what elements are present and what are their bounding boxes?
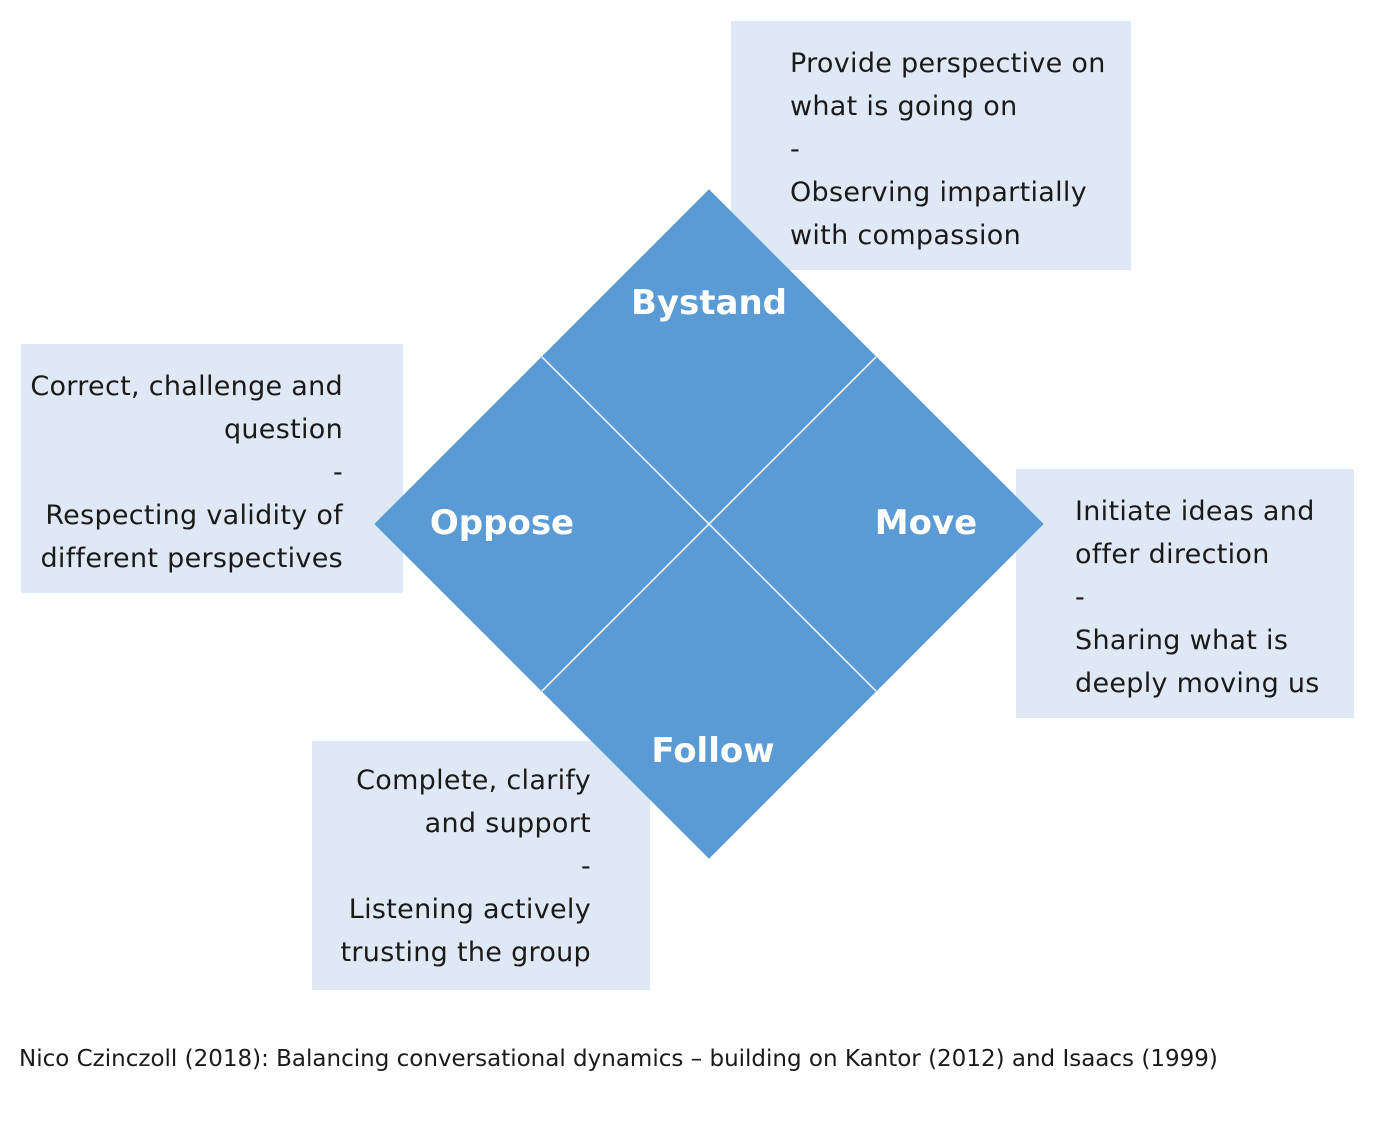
follow-description-line: Complete, clarify	[356, 765, 591, 796]
oppose-description-box: Correct, challenge and question - Respec…	[21, 344, 403, 593]
bystand-description-line: with compassion	[790, 220, 1021, 251]
oppose-description-line: different perspectives	[40, 543, 343, 574]
oppose-description-separator: -	[332, 457, 343, 488]
move-description-box: Initiate ideas and offer direction - Sha…	[1016, 469, 1354, 718]
bystand-description-separator: -	[790, 134, 801, 165]
bystand-description-line: what is going on	[790, 91, 1018, 122]
follow-description-line: trusting the group	[340, 937, 591, 968]
bystand-description-box: Provide perspective on what is going on …	[731, 21, 1131, 270]
move-description-line: Sharing what is	[1075, 625, 1289, 656]
bystand-description-line: Provide perspective on	[790, 48, 1106, 79]
bystand-label: Bystand	[630, 283, 788, 323]
oppose-description-line: question	[223, 414, 343, 445]
follow-label: Follow	[651, 731, 775, 771]
source-caption: Nico Czinczoll (2018): Balancing convers…	[19, 1046, 1218, 1072]
follow-description-box: Complete, clarify and support - Listenin…	[312, 741, 650, 990]
move-label: Move	[874, 503, 978, 543]
oppose-label: Oppose	[429, 503, 575, 543]
move-description-separator: -	[1075, 582, 1086, 613]
follow-description-line: and support	[424, 808, 591, 839]
oppose-description-line: Respecting validity of	[45, 500, 343, 531]
follow-description-separator: -	[580, 851, 591, 882]
oppose-description-line: Correct, challenge and	[30, 371, 343, 402]
follow-description-line: Listening actively	[348, 894, 591, 925]
move-description-line: offer direction	[1075, 539, 1270, 570]
move-description-line: deeply moving us	[1075, 668, 1320, 699]
quadrant-divider-line	[541, 356, 877, 692]
move-description-line: Initiate ideas and	[1075, 496, 1315, 527]
bystand-description-line: Observing impartially	[790, 177, 1087, 208]
quadrant-divider-line	[541, 356, 877, 692]
